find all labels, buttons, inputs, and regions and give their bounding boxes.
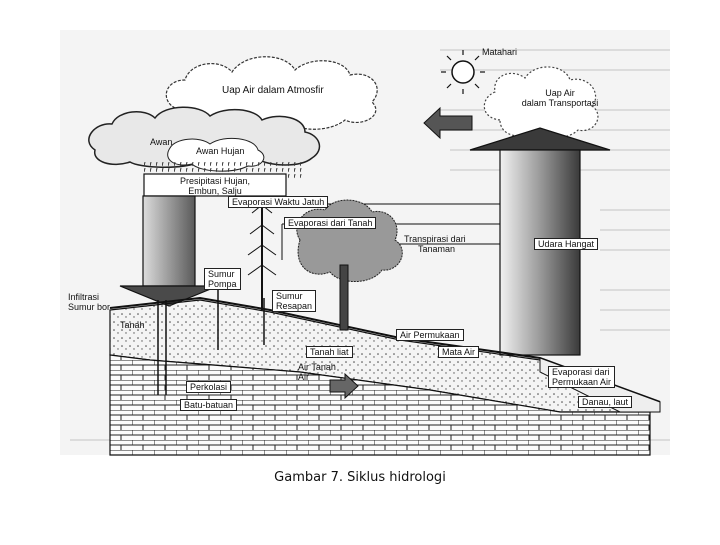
label-udara-hangat: Udara Hangat (534, 238, 599, 250)
label-uap-air-transport: Uap Air dalam Transportasi (521, 88, 599, 108)
label-batu-batuan: Batu-batuan (180, 399, 238, 411)
label-presipitasi: Presipitasi Hujan, Embun, Salju (179, 176, 251, 196)
label-perkolasi: Perkolasi (186, 381, 232, 393)
precipitation-box (143, 173, 287, 197)
label-sumur-resapan: Sumur Resapan (272, 290, 317, 312)
label-uap-air-atmosfir: Uap Air dalam Atmosfir (222, 85, 324, 96)
groundwater-arrow (329, 372, 359, 400)
label-transpirasi: Transpirasi dari Tanaman (404, 234, 466, 254)
label-evaporasi-waktu-jatuh: Evaporasi Waktu Jatuh (228, 196, 329, 208)
bedrock (109, 354, 651, 456)
transport-arrow (423, 106, 473, 140)
label-sumur-pompa: Sumur Pompa (204, 268, 241, 290)
pole-tree-icon (247, 196, 277, 310)
label-danau-laut: Danau, laut (578, 396, 633, 408)
precipitation-arrow (119, 195, 219, 307)
wells (157, 290, 265, 395)
label-evaporasi-tanah: Evaporasi dari Tanah (284, 217, 377, 229)
label-awan: Awan (150, 137, 173, 147)
label-evaporasi-permukaan: Evaporasi dari Permukaan Air (548, 366, 616, 388)
warm-air-arrow (469, 127, 611, 356)
figure-caption: Gambar 7. Siklus hidrologi (274, 470, 446, 485)
label-air-tanah: Air Tanah Air (298, 362, 336, 382)
label-air-permukaan: Air Permukaan (396, 329, 464, 341)
label-awan-hujan: Awan Hujan (196, 146, 245, 156)
label-tanah: Tanah (120, 320, 145, 330)
label-tanah-liat: Tanah liat (306, 346, 353, 358)
sun-icon (441, 50, 485, 94)
label-mata-air: Mata Air (438, 346, 480, 358)
label-matahari: Matahari (482, 47, 518, 57)
label-infiltrasi: Infiltrasi Sumur bor (68, 292, 111, 312)
